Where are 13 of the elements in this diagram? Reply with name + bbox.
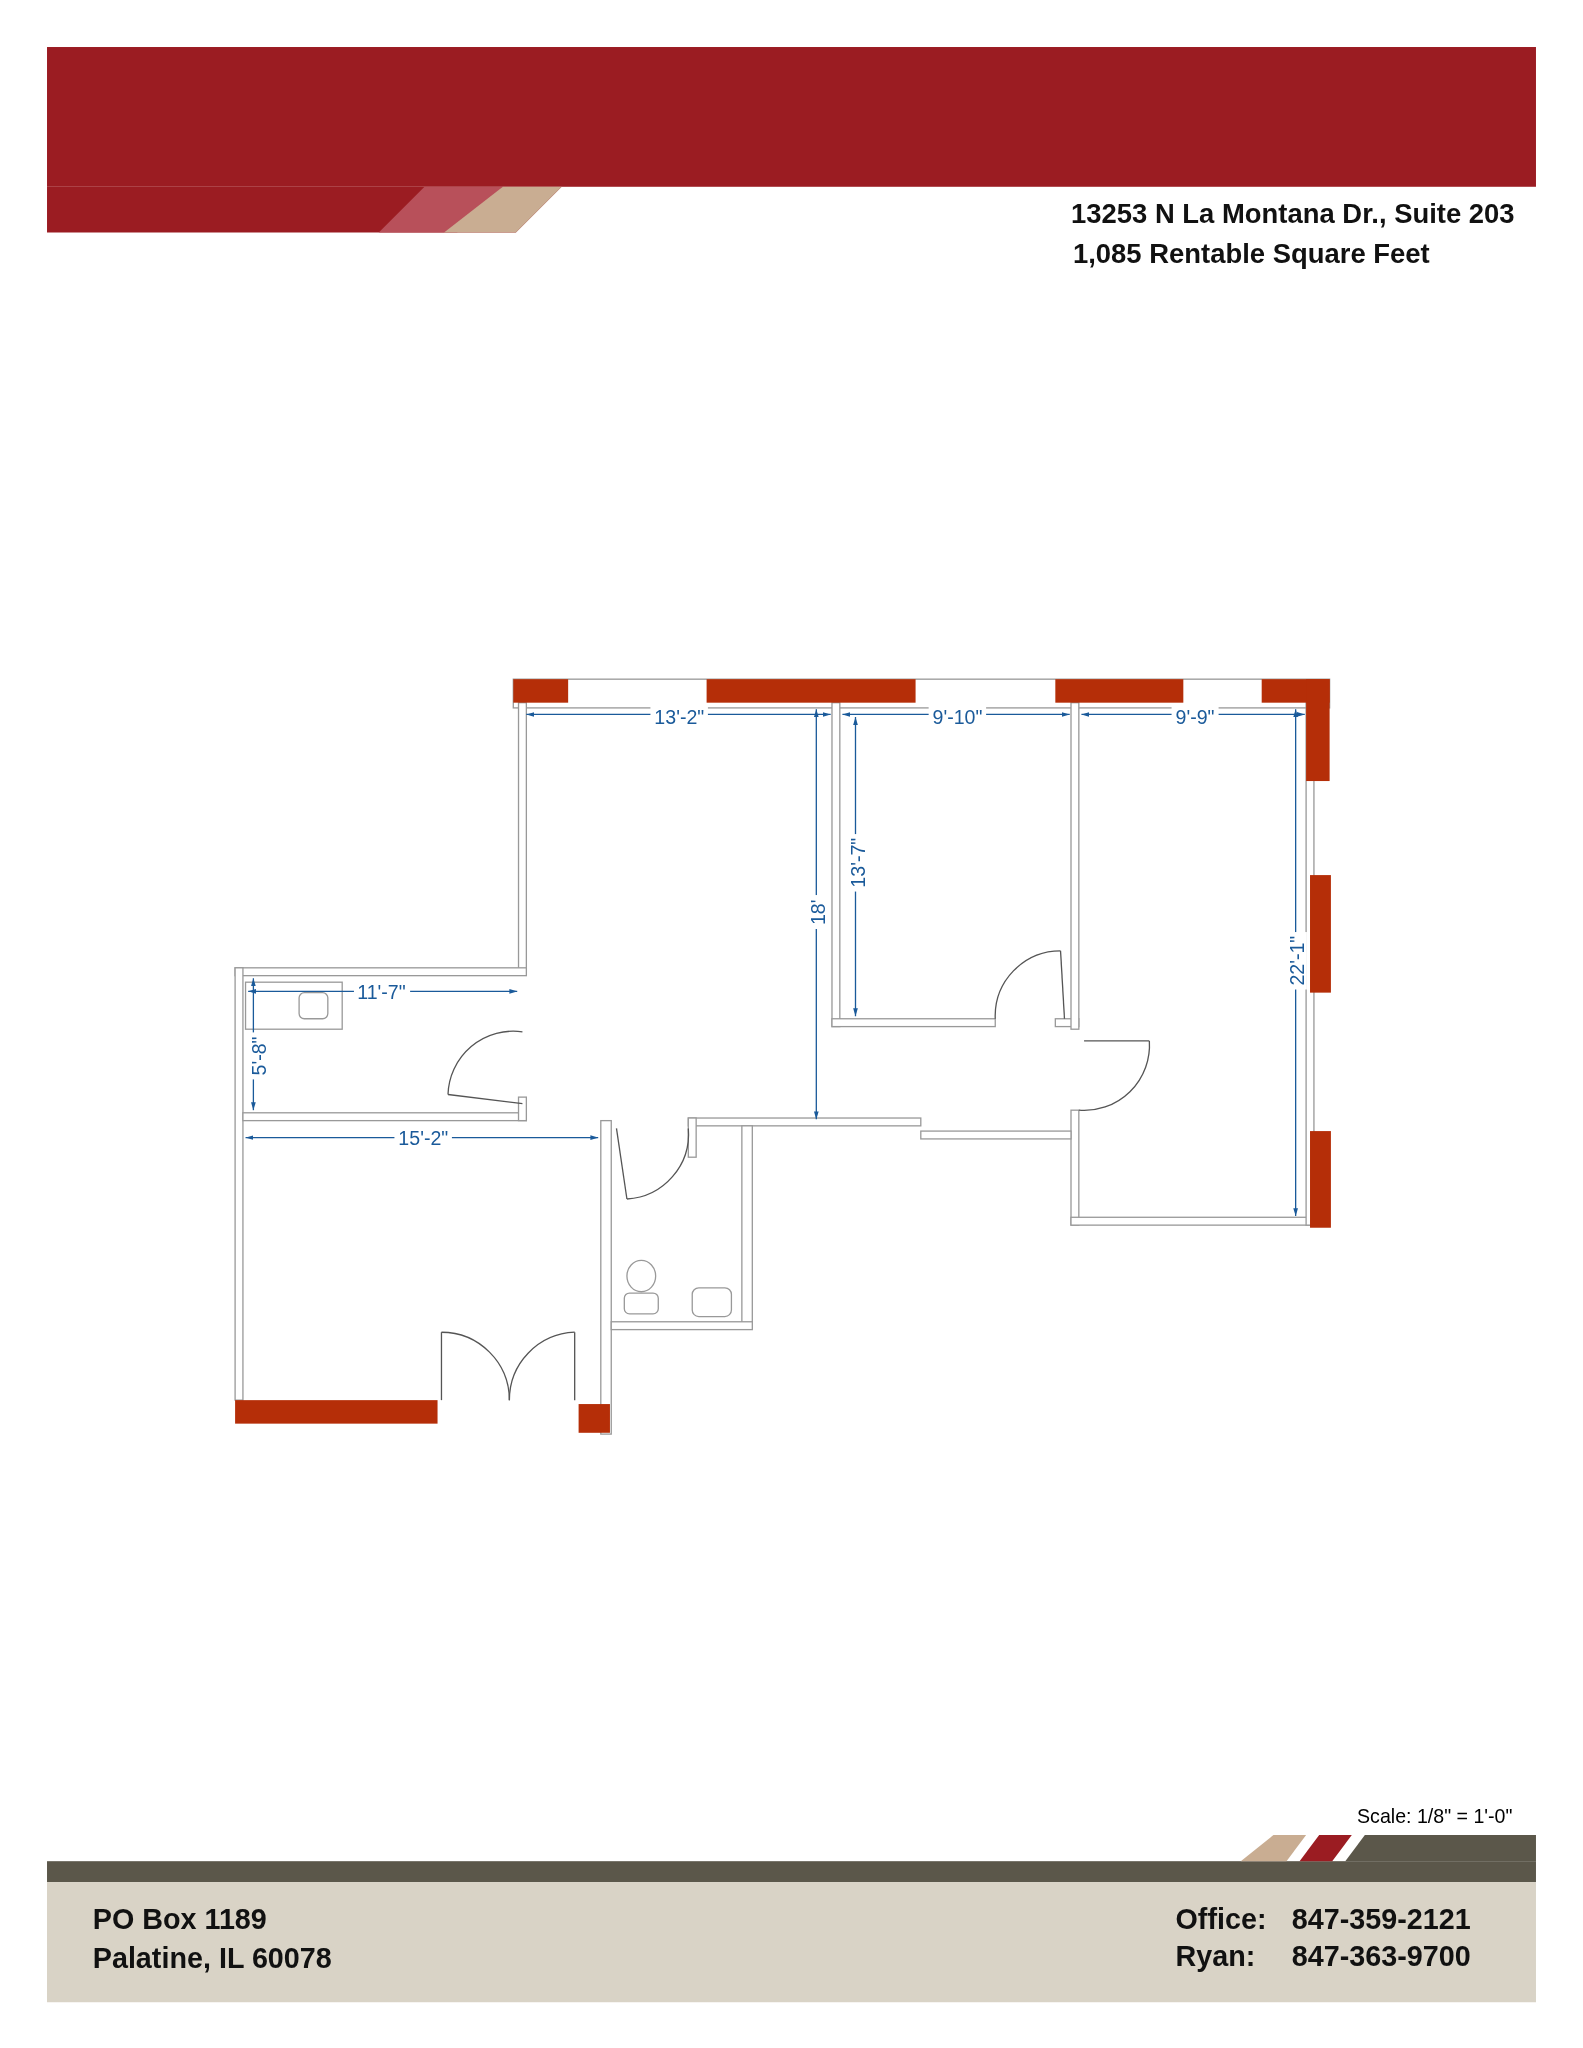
address: PO Box 1189 [92,1905,267,1935]
area-note: 1,085 Rentable Square Feet [1072,239,1430,267]
dimension-label: 13'-2" [650,705,709,726]
dimension-label: 22'-1" [1287,931,1307,989]
phone-number: 847-363-9700 [1291,1942,1471,1971]
scale-note: Scale: 1/8" = 1'-0" [1357,1806,1513,1826]
address: 13253 N La Montana Dr., Suite 203 [1071,199,1515,228]
address: Palatine, IL 60078 [92,1944,332,1974]
phone-label: Office: [1175,1905,1267,1935]
phone-number: 847-359-2121 [1291,1905,1471,1935]
phone-label: Ryan: [1175,1942,1256,1971]
dimension-label: 9'-10" [928,705,987,726]
dimension-label: 9'-9" [1171,705,1219,726]
